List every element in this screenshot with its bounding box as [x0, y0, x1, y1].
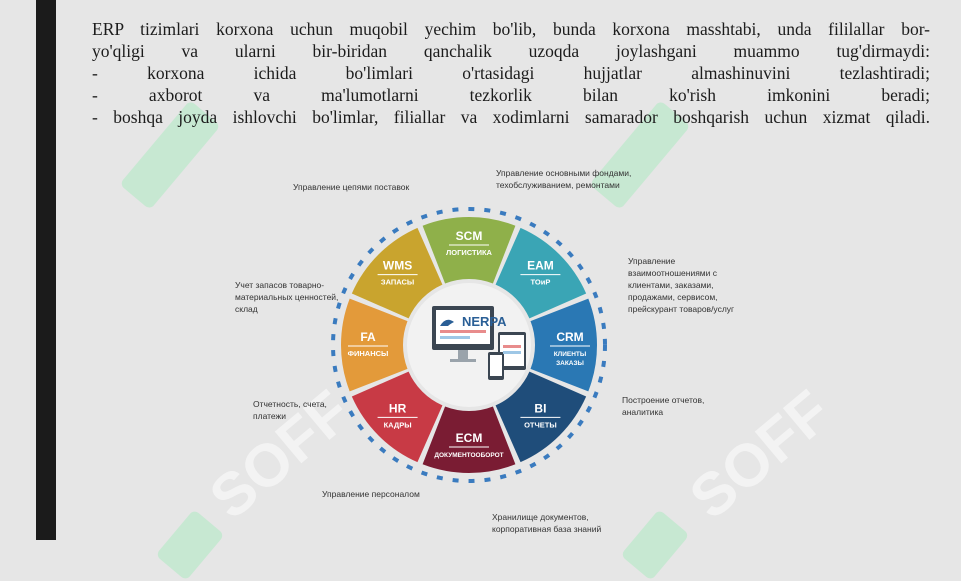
- segment-name: ФИНАНСЫ: [348, 349, 389, 358]
- erp-modules-diagram: SCM ЛОГИСТИКА EAM ТОиР CRM КЛИЕНТЫ ЗАКАЗЫ BI ОТЧ…: [331, 207, 607, 483]
- segment-scm: [422, 217, 516, 284]
- paragraph-line: - korxona ichida bo'limlari o'rtasidagi …: [92, 63, 930, 83]
- paragraph: ERP tizimlari korxona uchun muqobil yech…: [92, 18, 930, 128]
- segment-name: КАДРЫ: [384, 420, 412, 429]
- segment-hr: [351, 371, 443, 463]
- outer-dotted-ring: [331, 207, 607, 483]
- segment-name: ЗАПАСЫ: [381, 278, 414, 287]
- label-wms: Учет запасов товарно-материальных ценнос…: [235, 280, 339, 314]
- label-hr: Управление персоналом: [322, 489, 420, 499]
- segment-code: SCM: [456, 229, 483, 243]
- paragraph-line: - axborot va ma'lumotlarni tezkorlik bil…: [92, 85, 930, 105]
- segment-wms: [351, 227, 443, 319]
- segment-fa: [341, 298, 408, 392]
- label-scm: Управление цепями поставок: [293, 182, 410, 192]
- paragraph-line: ERP tizimlari korxona uchun muqobil yech…: [92, 19, 930, 39]
- segment-code: CRM: [556, 330, 583, 344]
- label-bi: Построение отчетов, аналитика: [622, 395, 705, 417]
- paragraph-line: yo'qligi va ularni bir-biridan qanchalik…: [92, 41, 930, 61]
- segment-name: ЛОГИСТИКА: [446, 248, 493, 257]
- label-fa: Отчетность, счета, платежи: [253, 399, 327, 421]
- label-crm: Управление взаимоотношениями с клиентами…: [628, 256, 735, 314]
- segment-crm: [530, 298, 597, 392]
- devices-icon: [432, 306, 526, 380]
- segment-code: BI: [534, 401, 546, 415]
- paragraph-line: - boshqa joyda ishlovchi bo'limlar, fili…: [92, 107, 930, 127]
- segment-code: HR: [389, 401, 407, 415]
- segment-name: ТОиР: [530, 278, 550, 287]
- label-eam: Управление основными фондами, техобслужи…: [496, 168, 632, 190]
- label-ecm: Хранилище документов, корпоративная база…: [492, 512, 602, 534]
- left-border-bar: [36, 0, 56, 540]
- segment-name: ОТЧЕТЫ: [524, 420, 557, 429]
- nerpa-logo: NERPA: [462, 314, 507, 329]
- segment-name: КЛИЕНТЫ: [554, 351, 587, 358]
- segment-code: ECM: [456, 431, 483, 445]
- segment-code: WMS: [383, 259, 412, 273]
- segment-bi: [495, 371, 587, 463]
- segment-name: ЗАКАЗЫ: [556, 360, 584, 367]
- segment-code: EAM: [527, 259, 554, 273]
- segment-ecm: [422, 406, 516, 474]
- segment-code: FA: [360, 330, 376, 344]
- segment-eam: [495, 227, 587, 319]
- segment-name: ДОКУМЕНТООБОРОТ: [434, 452, 503, 459]
